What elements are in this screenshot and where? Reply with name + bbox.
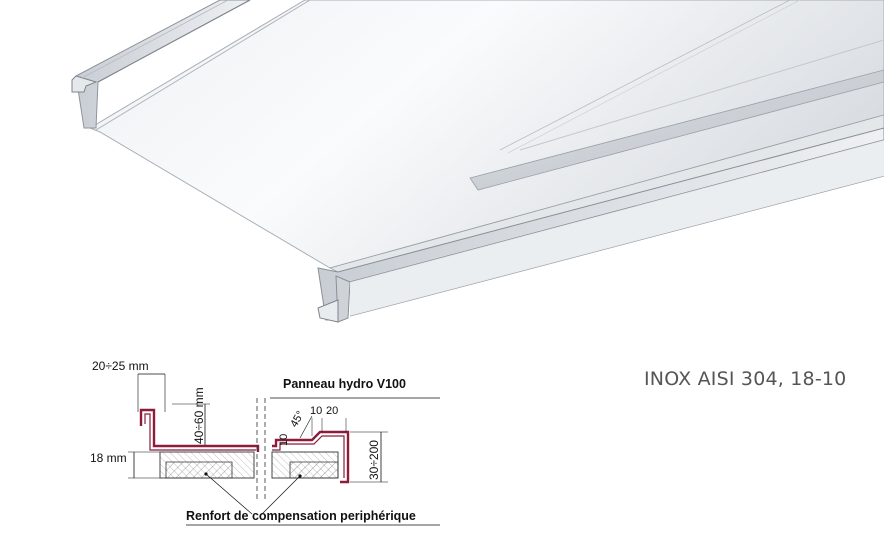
material-spec-title: INOX AISI 304, 18-10 [644, 368, 847, 390]
depth-range-label: 30÷200 [367, 440, 381, 480]
angle-label: 45° [288, 409, 307, 429]
width-range-label: 20÷25 mm [92, 359, 149, 373]
profile-section-right [272, 430, 350, 484]
cross-section-drawing: 20÷25 mm 40÷60 mm 18 mm Panneau hydro V1… [90, 359, 440, 526]
profile-section-left [139, 408, 260, 452]
dim-10-side: 10 [278, 434, 290, 446]
reinforcement-label: Renfort de compensation periphérique [186, 509, 416, 523]
dim-10-top: 10 [310, 405, 322, 417]
height-range-label: 40÷60 mm [192, 387, 206, 444]
panel-label: Panneau hydro V100 [283, 377, 406, 391]
thickness-label: 18 mm [90, 451, 127, 465]
stainless-profile-3d [71, 0, 884, 323]
dim-20: 20 [326, 405, 338, 417]
